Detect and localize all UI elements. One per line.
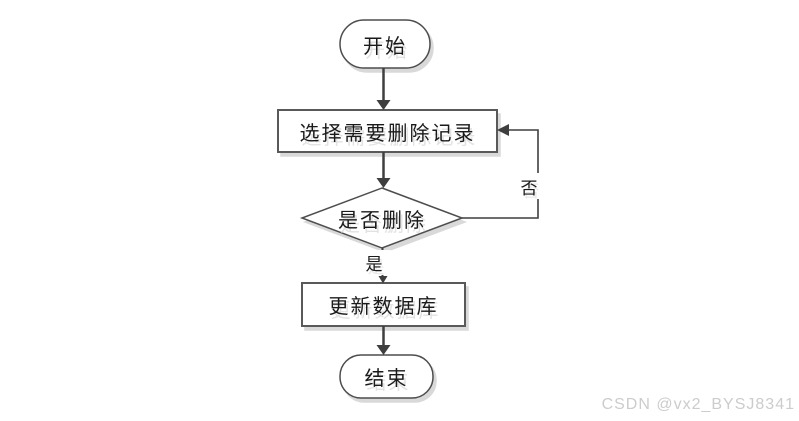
end-terminator-shape (339, 354, 434, 399)
end-node-label: 结束 (364, 368, 409, 390)
select-records-node-label: 选择需要删除记录 (299, 122, 476, 145)
edge-no-arrowhead (497, 124, 509, 136)
csdn-watermark: CSDN @vx2_BYSJ8341 (601, 396, 795, 413)
select-process-shape (277, 109, 498, 153)
update-database-node-label: 更新数据库 (328, 296, 439, 318)
no-edge-label: 否 (512, 173, 546, 199)
edge-update-end-arrowhead (376, 345, 391, 355)
start-node-label: 开始 (363, 35, 407, 58)
edge-select-decision-arrowhead (376, 178, 391, 188)
yes-edge-label: 是 (357, 250, 391, 275)
start-terminator-shape (339, 19, 431, 69)
edge-yes-arrowhead (378, 276, 388, 284)
decision-node-label: 是否删除 (338, 209, 426, 232)
update-process-shape (301, 282, 466, 327)
edge-start-select-arrowhead (376, 100, 391, 110)
